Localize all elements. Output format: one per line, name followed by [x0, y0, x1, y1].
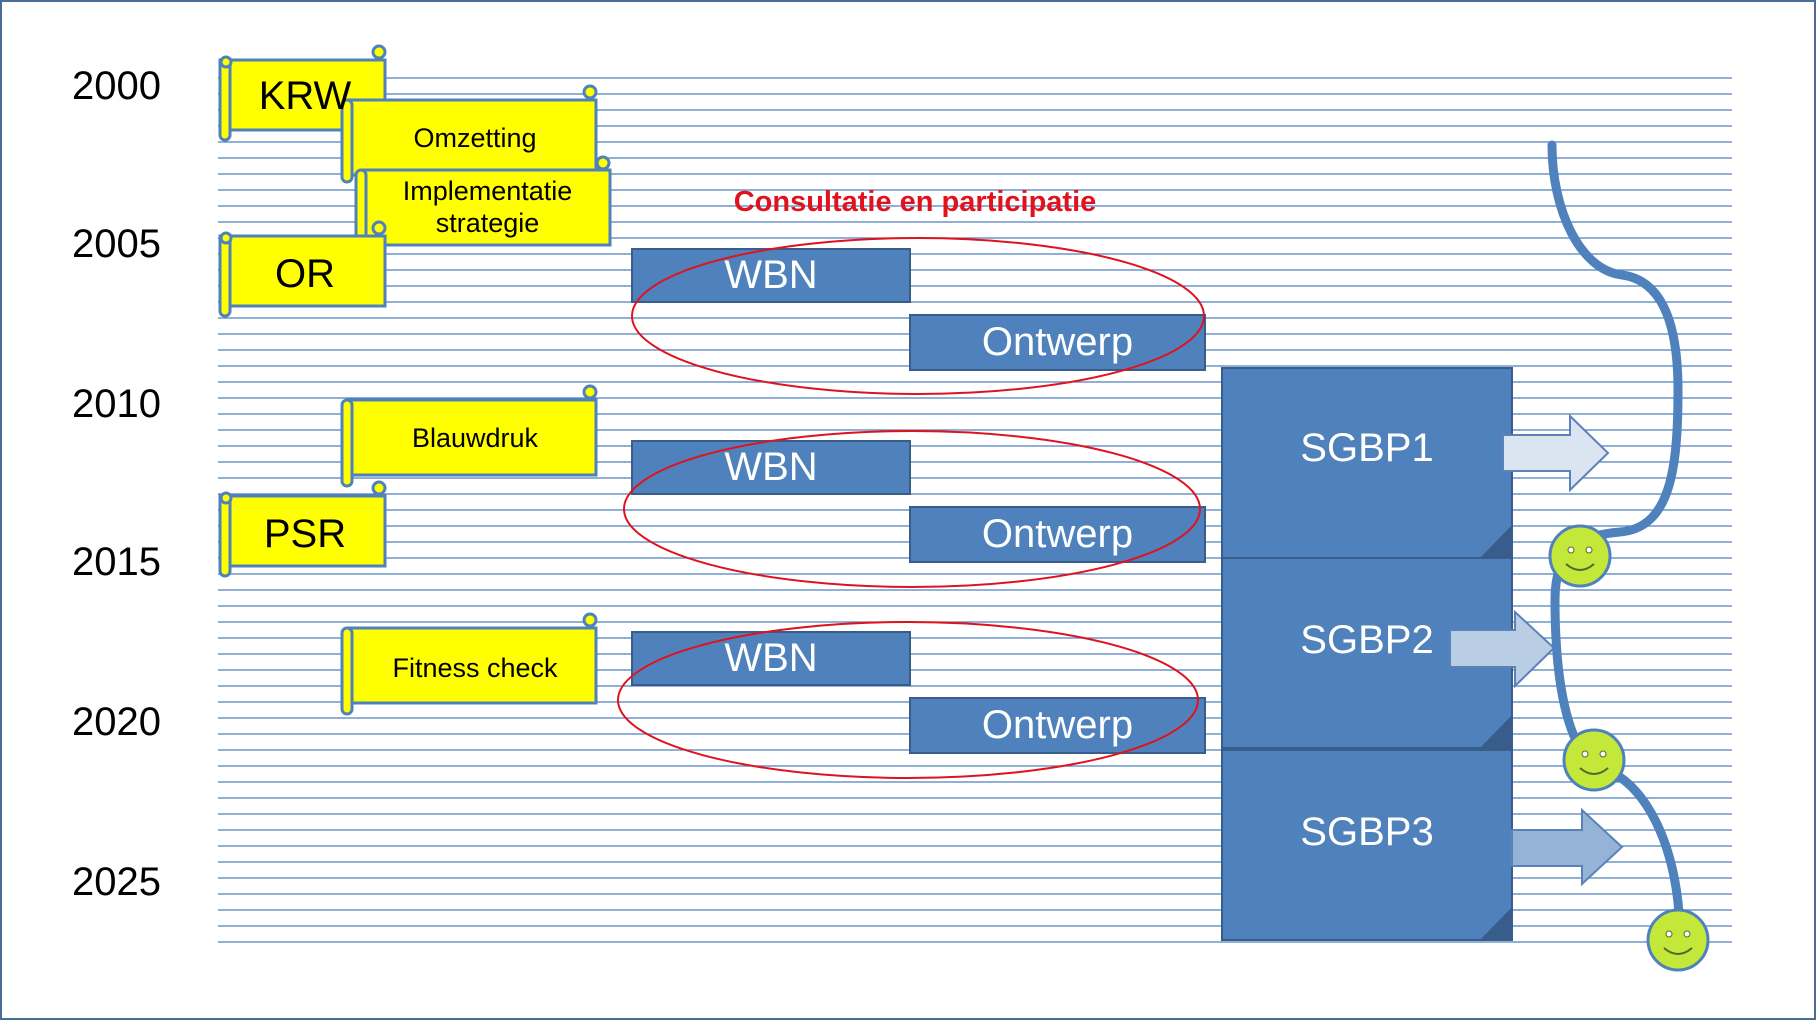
ontwerp-label-1: Ontwerp: [981, 320, 1134, 364]
sgbp3-block: [1221, 749, 1513, 941]
smiley-icon: [1646, 908, 1710, 972]
scroll-label-implementatie-line1: Implementatie: [402, 175, 573, 206]
scroll-or: [218, 220, 387, 318]
sgbp3-label: SGBP3: [1300, 809, 1434, 854]
consultation-ellipse-3: [617, 621, 1199, 779]
scroll-label-blauwdruk: Blauwdruk: [411, 422, 539, 453]
sgbp-blocks: [1221, 367, 1513, 941]
scroll-label-or: OR: [275, 251, 335, 296]
arrow-sgbp2: [1449, 609, 1556, 689]
year-label-2020: 2020: [72, 700, 161, 744]
sgbp1-block: [1221, 367, 1513, 559]
consultation-title: Consultatie en participatie: [733, 186, 1097, 218]
sgbp2-label: SGBP2: [1300, 617, 1434, 662]
scroll-shapes: [218, 44, 612, 716]
ontwerp-label-3: Ontwerp: [981, 703, 1134, 747]
scroll-label-fitness: Fitness check: [392, 652, 558, 683]
year-label-2015: 2015: [72, 540, 161, 584]
smiley-icon: [1562, 728, 1626, 792]
ontwerp-label-2: Ontwerp: [981, 512, 1134, 556]
ontwerp-box-3: [909, 697, 1206, 754]
sgbp2-block: [1221, 557, 1513, 749]
scroll-blauwdruk: [340, 384, 598, 488]
arrow-sgbp3: [1511, 807, 1624, 887]
scroll-label-implementatie: Implementatie strategie: [365, 172, 610, 242]
wbn-label-3: WBN: [724, 636, 818, 680]
wbn-box-1: [631, 248, 911, 303]
ontwerp-box-1: [909, 314, 1206, 371]
scroll-label-implementatie-line2: strategie: [435, 208, 540, 238]
year-label-2000: 2000: [72, 64, 161, 108]
scroll-omzetting: [340, 84, 598, 184]
wbn-label-2: WBN: [724, 445, 818, 489]
wbn-box-2: [631, 440, 911, 495]
scroll-psr: [218, 480, 387, 578]
wbn-label-1: WBN: [724, 253, 818, 297]
sgbp1-label: SGBP1: [1300, 425, 1434, 470]
scroll-label-omzetting: Omzetting: [413, 122, 537, 153]
year-label-2025: 2025: [72, 860, 161, 904]
ontwerp-box-2: [909, 506, 1206, 563]
scroll-implementatie: [354, 155, 612, 258]
consultation-ellipse-2: [623, 430, 1201, 588]
wbn-box-3: [631, 631, 911, 686]
consultation-ellipse-1: [631, 237, 1205, 395]
scroll-fitness: [340, 612, 598, 716]
scroll-label-krw: KRW: [258, 73, 352, 118]
arrow-sgbp1: [1502, 413, 1610, 493]
year-label-2005: 2005: [72, 222, 161, 266]
scroll-label-psr: PSR: [263, 511, 347, 556]
year-label-2010: 2010: [72, 382, 161, 426]
smiley-icon: [1548, 524, 1612, 588]
